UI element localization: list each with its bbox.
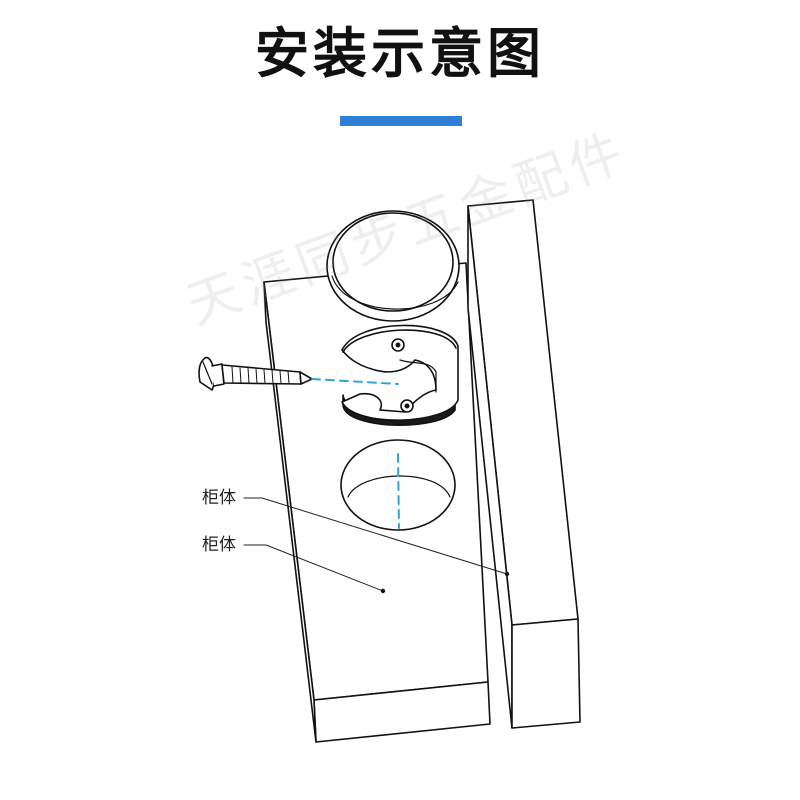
- callout-dot: [380, 588, 386, 594]
- page-title: 安装示意图: [255, 22, 545, 85]
- hinge-cup-icon: [341, 324, 459, 427]
- callout-dot: [504, 571, 510, 577]
- cabinet-label-left: 柜体: [202, 535, 236, 555]
- callout-leaders: [243, 497, 508, 592]
- right-cabinet-panel: [467, 199, 581, 729]
- screw-icon: [198, 356, 313, 391]
- cover-cap-icon: [326, 210, 460, 322]
- cabinet-label-right: 柜体: [202, 488, 236, 508]
- title-underline: [340, 116, 462, 126]
- alignment-guides: [311, 378, 400, 529]
